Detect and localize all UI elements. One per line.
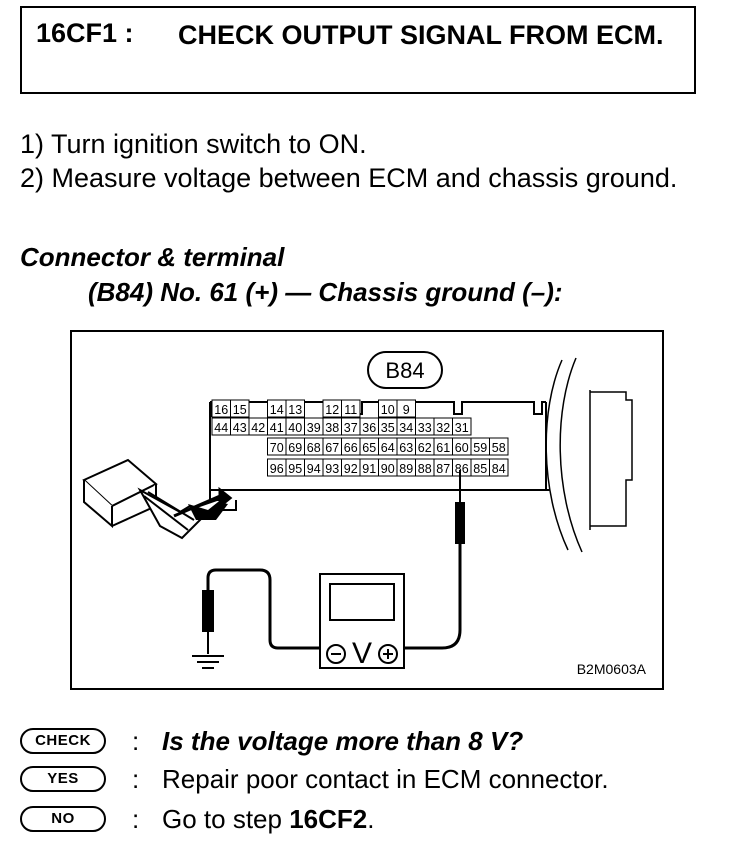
- pin-label: 85: [473, 462, 487, 476]
- pin-label: 88: [418, 462, 432, 476]
- pin-label: 16: [214, 403, 228, 417]
- pin-label: 61: [436, 441, 450, 455]
- pin-label: 38: [325, 421, 339, 435]
- pin-cell: [230, 399, 250, 418]
- answer-colon: :: [132, 726, 140, 756]
- pin-label: 86: [455, 462, 469, 476]
- yes-badge: YES: [20, 766, 106, 792]
- answer-check-row: CHECK : Is the voltage more than 8 V?: [20, 724, 720, 758]
- pin-label: 84: [492, 462, 506, 476]
- pin-label: 96: [270, 462, 284, 476]
- check-badge: CHECK: [20, 728, 106, 754]
- pin-label: 60: [455, 441, 469, 455]
- answer-colon: :: [132, 764, 140, 794]
- pin-label: 65: [362, 441, 376, 455]
- pin-label: 31: [455, 421, 469, 435]
- pin-cell: [341, 399, 361, 418]
- check-question: Is the voltage more than 8 V?: [162, 726, 524, 756]
- pin-label: 36: [362, 421, 376, 435]
- meter-symbol: V: [352, 637, 372, 670]
- wire-harness: [545, 357, 633, 553]
- pin-label: 59: [473, 441, 487, 455]
- pin-label: 39: [307, 421, 321, 435]
- pin-label: 33: [418, 421, 432, 435]
- pin-label: 70: [270, 441, 284, 455]
- pin-label: 35: [381, 421, 395, 435]
- pin-label: 58: [492, 441, 506, 455]
- insert-arrow-icon: [173, 486, 233, 518]
- pin-label: 12: [325, 403, 339, 417]
- no-badge: NO: [20, 806, 106, 832]
- pin-cell: [489, 437, 509, 456]
- pin-label: 15: [233, 403, 247, 417]
- pin-label: 9: [403, 403, 410, 417]
- connector-spec: (B84) No. 61 (+) — Chassis ground (–):: [88, 277, 563, 307]
- pin-label: 11: [344, 403, 357, 417]
- answer-no-row: NO : Go to step 16CF2.: [20, 802, 720, 836]
- step-code: 16CF1 :: [36, 18, 134, 48]
- pin-label: 87: [436, 462, 450, 476]
- instruction-1: 1) Turn ignition switch to ON.: [20, 129, 367, 159]
- pin-label: 94: [307, 462, 321, 476]
- pin-label: 95: [288, 462, 302, 476]
- no-action: Go to step 16CF2.: [162, 802, 374, 836]
- wiring-diagram: B84 16 15 14 13 12 11 10 9 44 43 42 41 40 39 38 37 36 35 3…: [70, 330, 664, 690]
- pin-grid: 16 15 14 13 12 11 10 9 44 43 42 41 40 39 38 37 36 35 34 33 3…: [211, 399, 509, 477]
- pin-label: 69: [288, 441, 302, 455]
- pin-label: 62: [418, 441, 432, 455]
- pin-label: 93: [325, 462, 339, 476]
- arrow-head-icon: [188, 502, 228, 520]
- pin-label: 90: [381, 462, 395, 476]
- pin-cell: [489, 458, 509, 477]
- step-header: 16CF1 : CHECK OUTPUT SIGNAL FROM ECM.: [20, 6, 696, 94]
- connector-id-badge: [367, 351, 443, 389]
- pin-label: 92: [344, 462, 358, 476]
- pin-cell: [285, 399, 305, 418]
- pin-label: 40: [288, 421, 302, 435]
- step-ref-link[interactable]: 16CF2: [289, 804, 368, 834]
- pin-label: 64: [381, 441, 395, 455]
- pin-label: 67: [325, 441, 339, 455]
- pin-cell: [452, 417, 472, 436]
- pin-cell: [396, 399, 416, 418]
- connector-id: B84: [385, 358, 424, 383]
- no-action-text: Go to step: [162, 804, 290, 834]
- positive-probe: [394, 470, 465, 650]
- instruction-2: 2) Measure voltage between ECM and chass…: [20, 163, 678, 193]
- pin-label: 13: [288, 403, 302, 417]
- no-action-suffix: .: [367, 804, 375, 834]
- pin-label: 14: [270, 403, 284, 417]
- yes-action: Repair poor contact in ECM connector.: [162, 764, 609, 794]
- connector-plug-icon: [82, 458, 202, 540]
- pin-label: 91: [362, 462, 376, 476]
- pin-label: 34: [399, 421, 413, 435]
- pin-label: 42: [251, 421, 265, 435]
- pin-label: 43: [233, 421, 247, 435]
- connector-label: Connector & terminal: [20, 242, 285, 272]
- figure-code: B2M0603A: [577, 661, 647, 677]
- voltmeter: V: [319, 573, 405, 670]
- step-title: CHECK OUTPUT SIGNAL FROM ECM.: [178, 20, 664, 50]
- pin-label: 44: [214, 421, 228, 435]
- pin-label: 10: [381, 403, 395, 417]
- ground-probe: [192, 568, 332, 669]
- pin-label: 37: [344, 421, 358, 435]
- answer-yes-row: YES : Repair poor contact in ECM connect…: [20, 762, 720, 796]
- pin-label: 32: [436, 421, 450, 435]
- pin-label: 63: [399, 441, 413, 455]
- answer-colon: :: [132, 804, 140, 834]
- pin-label: 41: [270, 421, 284, 435]
- pin-label: 89: [399, 462, 413, 476]
- pin-label: 66: [344, 441, 358, 455]
- pin-label: 68: [307, 441, 321, 455]
